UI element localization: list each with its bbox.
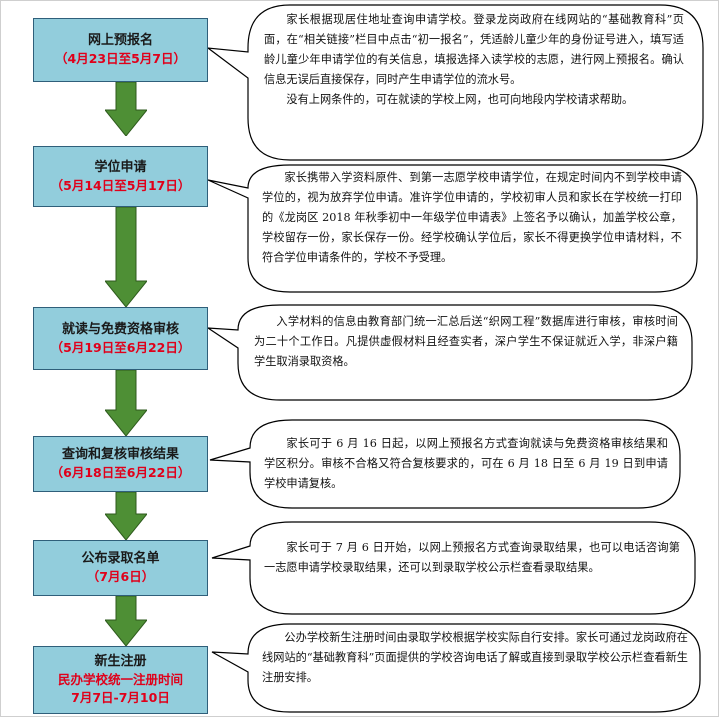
description-paragraph: 家长可于 6 月 16 日起，以网上预报名方式查询就读与免费资格审核结果和学区积… xyxy=(264,437,668,490)
down-arrow-icon xyxy=(105,370,147,436)
step-title: 查询和复核审核结果 xyxy=(61,447,179,462)
step-box-query-and-recheck: 查询和复核审核结果 （6月18日至6月22日） xyxy=(33,436,208,492)
description-paragraph: 家长可于 7 月 6 日开始，以网上预报名方式查询录取结果，也可以电话咨询第一志… xyxy=(264,541,680,574)
step-title: 新生注册 xyxy=(94,654,147,669)
step-description: 家长携带入学资料原件、到第一志愿学校申请学位，在规定时间内不到学校申请学位的，视… xyxy=(262,168,682,268)
step-box-online-preregistration: 网上预报名 （4月23日至5月7日） xyxy=(33,18,208,82)
step-title: 网上预报名 xyxy=(87,33,153,48)
step-date: （6月18日至6月22日） xyxy=(50,465,191,480)
step-subtitle: 民办学校统一注册时间 xyxy=(57,672,183,687)
step-description: 家长根据现居住地址查询申请学校。登录龙岗政府在线网站的“基础教育科”页面，在“相… xyxy=(264,10,684,110)
description-paragraph: 家长携带入学资料原件、到第一志愿学校申请学位，在规定时间内不到学校申请学位的，视… xyxy=(262,171,682,264)
down-arrow-icon xyxy=(105,207,147,307)
down-arrow-icon xyxy=(105,492,147,540)
step-date: （7月6日） xyxy=(86,569,155,584)
step-description: 公办学校新生注册时间由录取学校根据学校实际自行安排。家长可通过龙岗政府在线网站的… xyxy=(262,628,688,688)
step-title: 学位申请 xyxy=(94,159,147,175)
step-description: 家长可于 6 月 16 日起，以网上预报名方式查询就读与免费资格审核结果和学区积… xyxy=(264,434,668,494)
step-box-admission-list: 公布录取名单 （7月6日） xyxy=(33,540,208,596)
step-date: 7月7日-7月10日 xyxy=(71,690,170,705)
description-paragraph: 入学材料的信息由教育部门统一汇总后送“织网工程”数据库进行审核，审核时间为二十个… xyxy=(254,315,678,368)
step-description: 入学材料的信息由教育部门统一汇总后送“织网工程”数据库进行审核，审核时间为二十个… xyxy=(254,312,678,372)
step-date: （5月14日至5月17日） xyxy=(50,177,191,193)
step-box-seat-application: 学位申请 （5月14日至5月17日） xyxy=(33,146,208,207)
step-box-new-student-registration: 新生注册 民办学校统一注册时间 7月7日-7月10日 xyxy=(33,646,208,714)
step-date: （4月23日至5月7日） xyxy=(55,51,186,66)
down-arrow-icon xyxy=(105,596,147,646)
description-paragraph: 公办学校新生注册时间由录取学校根据学校实际自行安排。家长可通过龙岗政府在线网站的… xyxy=(262,631,688,684)
description-paragraph: 没有上网条件的，可在就读的学校上网，也可向地段内学校请求帮助。 xyxy=(286,93,634,106)
step-date: （5月19日至6月22日） xyxy=(50,339,191,355)
step-title: 就读与免费资格审核 xyxy=(61,321,179,337)
step-description: 家长可于 7 月 6 日开始，以网上预报名方式查询录取结果，也可以电话咨询第一志… xyxy=(264,538,680,578)
description-paragraph: 家长根据现居住地址查询申请学校。登录龙岗政府在线网站的“基础教育科”页面，在“相… xyxy=(264,13,684,86)
down-arrow-icon xyxy=(105,82,147,136)
step-box-eligibility-review: 就读与免费资格审核 （5月19日至6月22日） xyxy=(33,307,208,370)
step-title: 公布录取名单 xyxy=(81,551,160,566)
